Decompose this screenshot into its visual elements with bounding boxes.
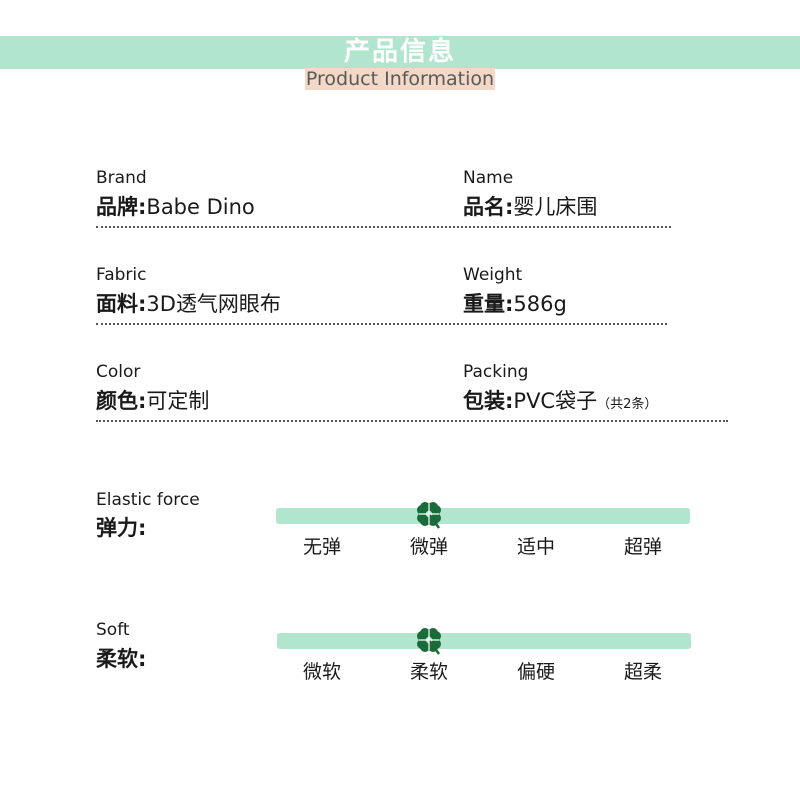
- field-name-en: Name: [463, 168, 514, 188]
- scale-soft-tick: 微软: [302, 661, 341, 683]
- scale-elastic-tick: 超弹: [623, 536, 662, 558]
- field-color: Color 颜色:可定制: [96, 362, 209, 414]
- subtitle-wrap: Product Information: [0, 68, 800, 90]
- page-subtitle: Product Information: [304, 68, 496, 90]
- scale-elastic-tick: 无弹: [302, 536, 341, 558]
- field-brand: Brand 品牌:Babe Dino: [96, 168, 255, 220]
- scale-elastic-bar: [276, 508, 690, 524]
- field-color-label: 颜色:: [96, 389, 147, 413]
- field-weight-cn: 重量:586g: [463, 291, 567, 317]
- field-packing-value: PVC袋子: [513, 389, 598, 413]
- scale-soft-en: Soft: [96, 620, 130, 640]
- field-fabric: Fabric 面料:3D透气网眼布: [96, 265, 281, 317]
- four-leaf-clover-icon: [417, 628, 441, 655]
- field-weight-value: 586g: [513, 292, 567, 316]
- field-brand-label: 品牌:: [96, 195, 147, 219]
- field-name-cn: 品名:婴儿床围: [463, 194, 597, 220]
- field-packing: Packing 包装:PVC袋子（共2条）: [463, 362, 657, 418]
- field-weight: Weight 重量:586g: [463, 265, 567, 317]
- divider-row-2: [96, 323, 667, 325]
- field-packing-label: 包装:: [463, 389, 514, 413]
- field-packing-note: （共2条）: [597, 397, 658, 412]
- field-fabric-en: Fabric: [96, 265, 147, 285]
- page-title: 产品信息: [343, 37, 456, 67]
- field-fabric-label: 面料:: [96, 292, 147, 316]
- field-packing-cn: 包装:PVC袋子（共2条）: [463, 388, 657, 418]
- scale-elastic-tick: 微弹: [409, 536, 448, 558]
- field-brand-en: Brand: [96, 168, 147, 188]
- divider-row-3: [96, 420, 728, 422]
- field-fabric-value: 3D透气网眼布: [146, 292, 281, 316]
- field-fabric-cn: 面料:3D透气网眼布: [96, 291, 281, 317]
- field-color-en: Color: [96, 362, 141, 382]
- field-color-cn: 颜色:可定制: [96, 388, 209, 414]
- scale-soft-tick: 柔软: [409, 661, 448, 683]
- scale-soft-label: 柔软:: [96, 647, 147, 671]
- field-weight-en: Weight: [463, 265, 523, 285]
- scale-soft-bar: [277, 633, 691, 649]
- scale-soft-tick: 超柔: [623, 661, 662, 683]
- scale-soft-tick: 偏硬: [516, 661, 555, 683]
- field-name: Name 品名:婴儿床围: [463, 168, 597, 220]
- field-name-value: 婴儿床围: [513, 195, 598, 219]
- scale-elastic-tick: 适中: [516, 536, 555, 558]
- divider-row-1: [96, 226, 671, 228]
- four-leaf-clover-icon: [417, 502, 441, 529]
- scale-elastic-en: Elastic force: [96, 490, 200, 510]
- field-brand-value: Babe Dino: [146, 195, 255, 219]
- field-name-label: 品名:: [463, 195, 514, 219]
- header-banner: [0, 36, 800, 69]
- field-packing-en: Packing: [463, 362, 529, 382]
- field-brand-cn: 品牌:Babe Dino: [96, 194, 255, 220]
- scale-elastic-label: 弹力:: [96, 516, 147, 540]
- field-color-value: 可定制: [146, 389, 210, 413]
- field-weight-label: 重量:: [463, 292, 514, 316]
